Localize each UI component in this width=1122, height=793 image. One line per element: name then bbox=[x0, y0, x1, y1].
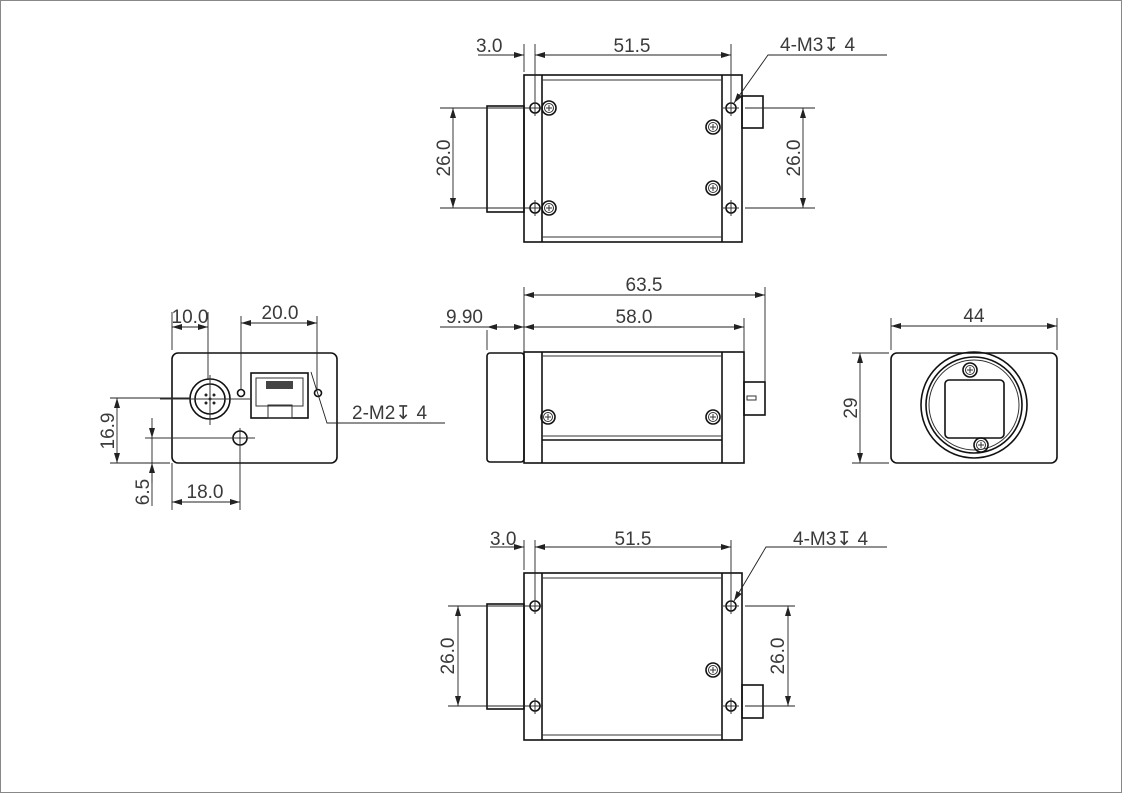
lens-mount-icon bbox=[920, 351, 1028, 459]
lens-mount bbox=[486, 352, 525, 463]
dim-height-label: 26.0 bbox=[438, 638, 459, 675]
dim-height-label: 16.9 bbox=[98, 413, 119, 450]
top-view: 3.0 51.5 26.0 26.0 4-M3↧ 4 bbox=[434, 35, 887, 243]
back-panel bbox=[171, 352, 338, 464]
camera-body bbox=[523, 572, 743, 741]
back-view: 10.0 20.0 16.9 6.5 18.0 2-M2↧ 4 bbox=[98, 303, 445, 510]
front-panel bbox=[890, 352, 1058, 464]
dim-height-label: 26.0 bbox=[768, 638, 789, 675]
dim-connector-x-label: 10.0 bbox=[172, 307, 209, 328]
dim-width-label: 44 bbox=[963, 306, 985, 327]
thread-callout: 4-M3↧ 4 bbox=[780, 35, 855, 56]
connector bbox=[741, 684, 764, 719]
dim-length-label: 51.5 bbox=[614, 36, 651, 57]
dim-height-label: 29 bbox=[841, 397, 862, 418]
dim-flange-label: 3.0 bbox=[476, 36, 502, 57]
bottom-view: 3.0 51.5 26.0 26.0 4-M3↧ 4 bbox=[438, 529, 887, 741]
dim-hole-y-label: 6.5 bbox=[133, 479, 154, 505]
sensor-window bbox=[944, 379, 1005, 439]
camera-body bbox=[523, 74, 743, 243]
dim-holes-label: 20.0 bbox=[262, 303, 299, 324]
dim-length-label: 51.5 bbox=[615, 529, 652, 550]
thread-callout: 4-M3↧ 4 bbox=[793, 529, 868, 550]
dim-height-label: 26.0 bbox=[434, 140, 455, 177]
dim-flange-label: 3.0 bbox=[490, 529, 516, 550]
dim-overall-label: 63.5 bbox=[626, 275, 663, 296]
front-view: 44 29 bbox=[841, 306, 1058, 464]
side-view: 63.5 58.0 9.90 bbox=[440, 275, 766, 464]
dim-hole-x-label: 18.0 bbox=[187, 482, 224, 503]
screw-icon bbox=[541, 100, 557, 116]
dim-lens-label: 9.90 bbox=[446, 307, 483, 328]
connector bbox=[741, 95, 764, 129]
connector bbox=[743, 381, 766, 416]
ethernet-port-icon bbox=[250, 372, 309, 419]
lens-mount bbox=[486, 603, 525, 710]
camera-body bbox=[523, 351, 745, 464]
dim-height-label: 26.0 bbox=[784, 140, 805, 177]
dim-body-label: 58.0 bbox=[616, 307, 653, 328]
thread-callout: 2-M2↧ 4 bbox=[352, 403, 427, 424]
lens-mount bbox=[486, 105, 525, 213]
